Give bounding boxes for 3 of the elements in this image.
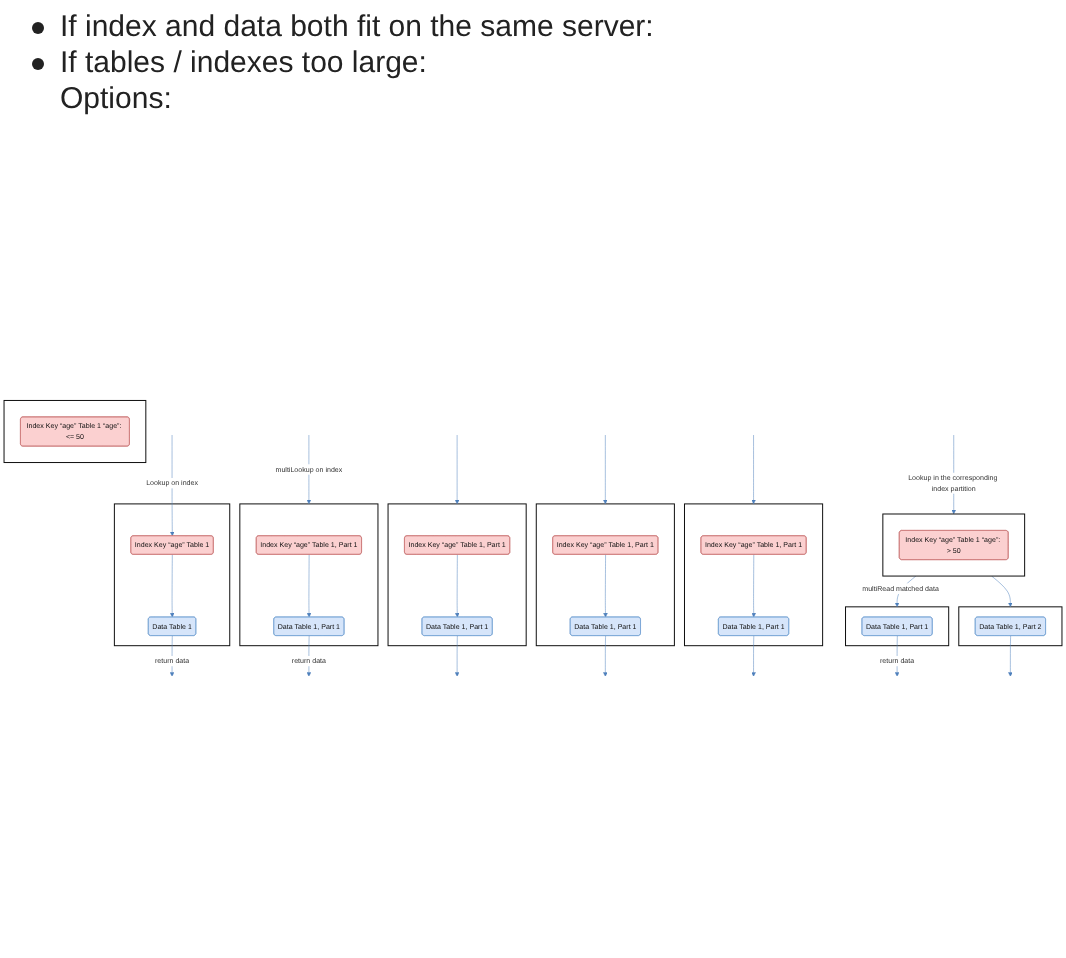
note-text: Options: — [58, 82, 174, 116]
bullet-text: If tables / indexes too large: — [60, 46, 427, 80]
bullet-text: If index and data both fit on the same server: — [60, 10, 654, 44]
